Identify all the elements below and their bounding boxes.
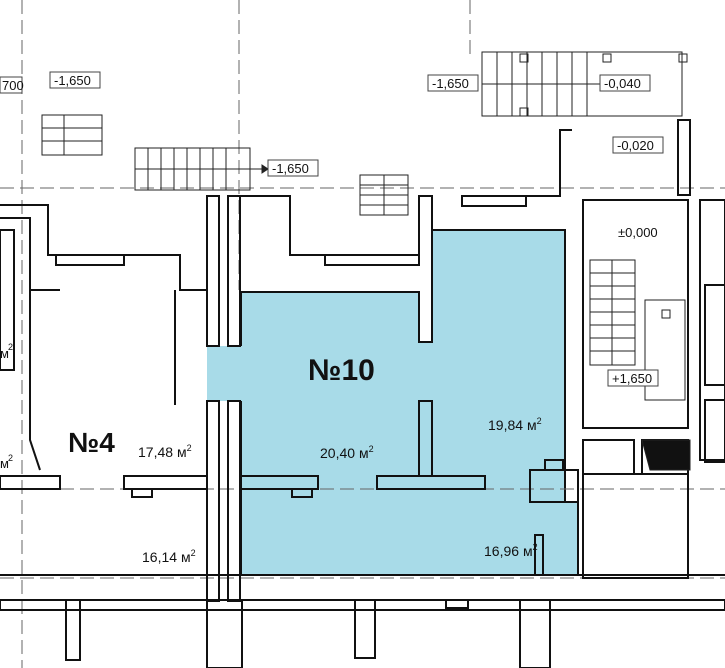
stair-top-center — [134, 147, 269, 191]
svg-text:2: 2 — [8, 342, 13, 352]
stair-right-block — [589, 259, 691, 471]
svg-text:м: м — [0, 456, 9, 471]
level-label: -1,650 — [54, 73, 91, 88]
unit-number-4[interactable]: №4 — [68, 427, 115, 458]
level-label: ±0,000 — [618, 225, 658, 240]
level-label: -1,650 — [272, 161, 309, 176]
svg-text:700: 700 — [2, 78, 24, 93]
area-label: 19,84 м2 — [488, 416, 542, 433]
area-labels: 20,40 м2 19,84 м2 16,96 м2 17,48 м2 16,1… — [138, 416, 542, 565]
level-label: -1,650 — [432, 76, 469, 91]
area-label: 16,14 м2 — [142, 548, 196, 565]
level-label: -0,020 — [617, 138, 654, 153]
svg-text:2: 2 — [8, 453, 13, 463]
stair-left — [41, 114, 103, 156]
walls — [0, 119, 725, 668]
level-label: +1,650 — [612, 371, 652, 386]
svg-text:м: м — [0, 346, 9, 361]
level-label: -0,040 — [604, 76, 641, 91]
corridor-highlight — [207, 346, 242, 401]
area-label: 20,40 м2 — [320, 444, 374, 461]
area-label: 17,48 м2 — [138, 443, 192, 460]
area-label: 16,96 м2 — [484, 542, 538, 559]
level-labels: 700 -1,650 -1,650 -1,650 -0,040 -0,020 ±… — [0, 71, 664, 387]
edge-fragments: м 2 м 2 — [0, 342, 13, 471]
unit-number-10[interactable]: №10 — [308, 354, 375, 387]
stair-top-right — [481, 51, 688, 117]
stair-center — [359, 174, 409, 216]
unit-10-highlight[interactable] — [240, 229, 579, 576]
